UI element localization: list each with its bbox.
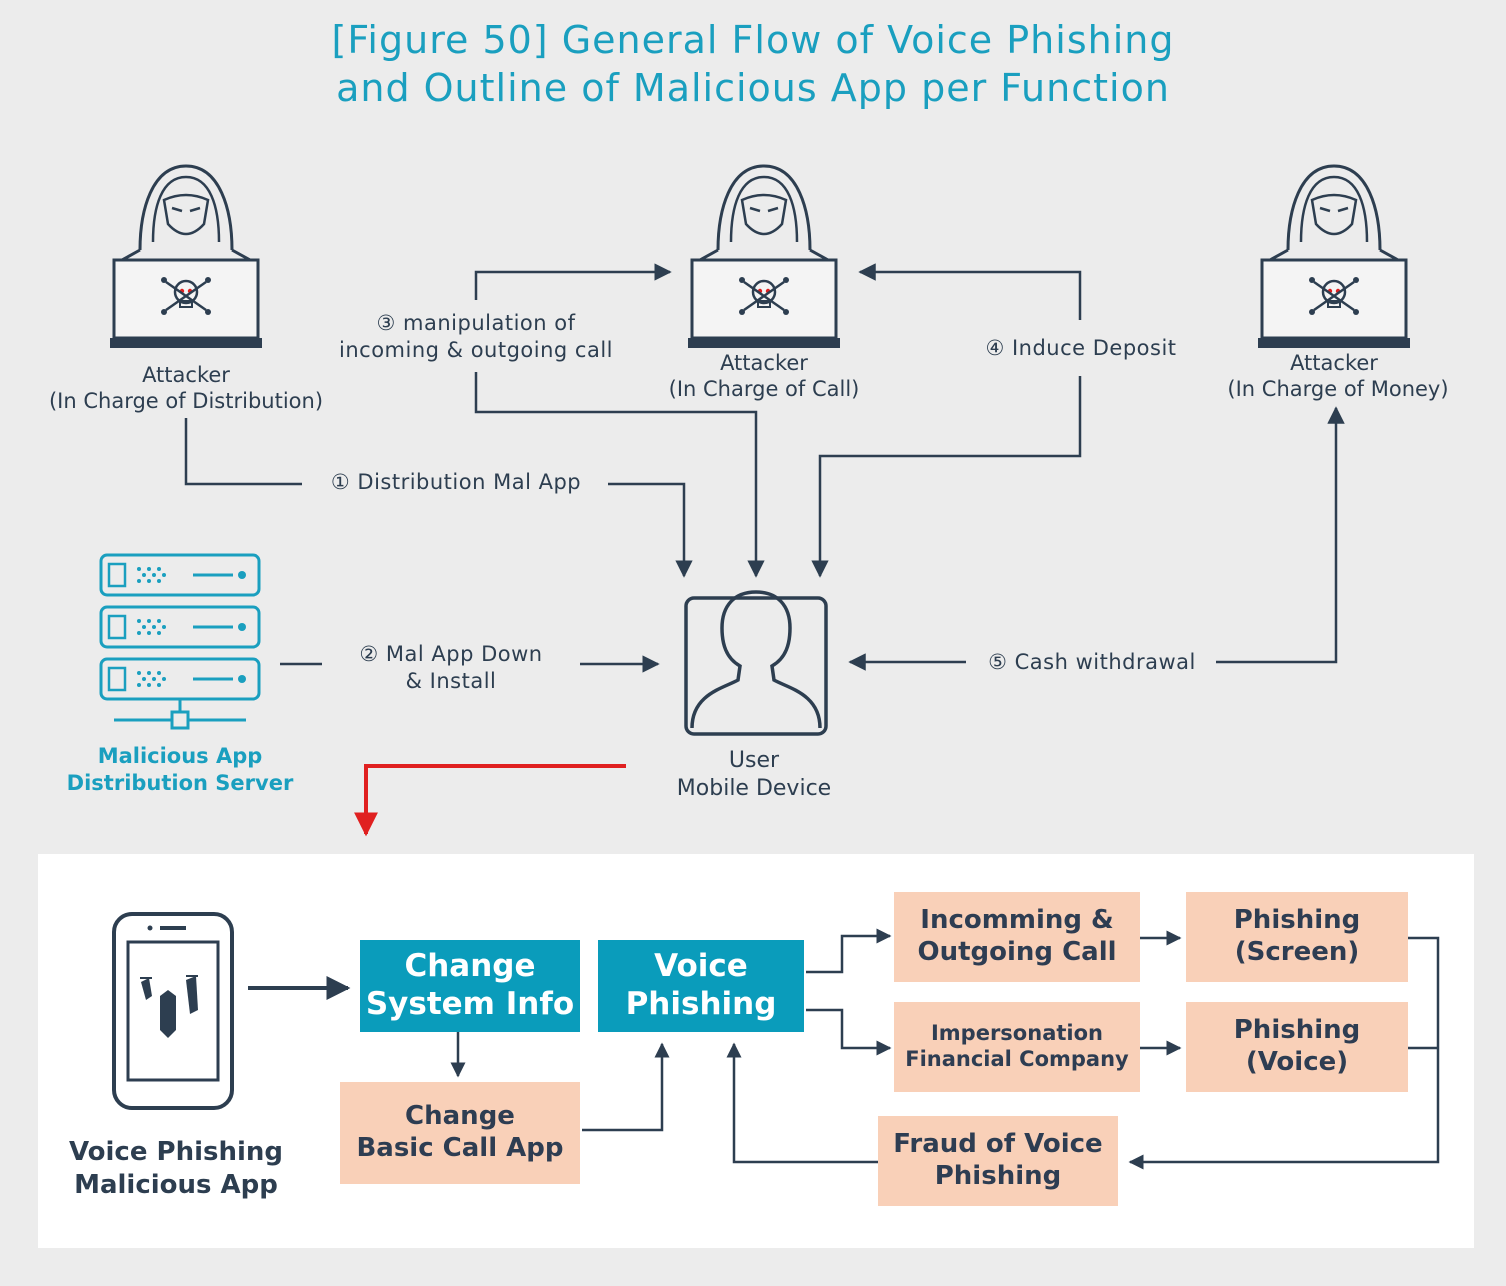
red-link-arrow bbox=[354, 764, 626, 837]
change-call-app-line2: Basic Call App bbox=[356, 1133, 564, 1163]
user-label-line1: User bbox=[728, 748, 780, 773]
change-call-app-line1: Change bbox=[405, 1101, 515, 1132]
figure-title-line2: and Outline of Malicious App per Functio… bbox=[336, 66, 1170, 110]
impersonation-line2: Financial Company bbox=[905, 1047, 1129, 1071]
flow-line-1a bbox=[184, 418, 302, 486]
flow-line-5b bbox=[1216, 406, 1345, 664]
attacker-call-name: Attacker bbox=[720, 351, 808, 375]
step-1-label: ① Distribution Mal App bbox=[330, 470, 582, 494]
fraud-line1: Fraud of Voice bbox=[893, 1129, 1103, 1160]
voice-phishing-line1: Voice bbox=[654, 948, 748, 985]
change-system-info-line2: System Info bbox=[365, 986, 575, 1022]
flow-line-1b bbox=[608, 482, 693, 578]
change-system-info-line1: Change bbox=[404, 948, 536, 985]
malicious-app-caption-line1: Voice Phishing bbox=[68, 1137, 284, 1167]
step-4-label: ④ Induce Deposit bbox=[985, 336, 1177, 360]
user-profile-icon bbox=[684, 590, 828, 736]
flow-line-3b bbox=[474, 372, 765, 578]
smartphone-malware-icon bbox=[112, 912, 234, 1110]
phishing-voice-box: Phishing(Voice) bbox=[1186, 1002, 1408, 1092]
voice-phishing-line2: Phishing bbox=[625, 986, 777, 1022]
figure-title-line1: [Figure 50] General Flow of Voice Phishi… bbox=[331, 18, 1175, 62]
user-label-line2: Mobile Device bbox=[676, 776, 832, 801]
impersonation-line1: Impersonation bbox=[930, 1021, 1103, 1046]
server-label-line2: Distribution Server bbox=[66, 771, 294, 795]
phishing-screen-line2: (Screen) bbox=[1234, 937, 1360, 967]
step-2-label-line2: & Install bbox=[405, 669, 497, 693]
flow-line-3a bbox=[474, 263, 672, 300]
incoming-call-line2: Outgoing Call bbox=[917, 937, 1117, 967]
attacker-distribution-name: Attacker bbox=[142, 363, 230, 387]
flow-line-4b bbox=[811, 376, 1082, 578]
step-3-label-line1: ③ manipulation of bbox=[376, 311, 576, 335]
attacker-call-role: (In Charge of Call) bbox=[668, 377, 860, 401]
step-3-label-line2: incoming & outgoing call bbox=[339, 338, 613, 362]
phishing-voice-line1: Phishing bbox=[1233, 1015, 1361, 1046]
phishing-screen-box: Phishing(Screen) bbox=[1186, 892, 1408, 982]
server-label-line1: Malicious App bbox=[97, 744, 263, 768]
flow-line-4a bbox=[858, 263, 1082, 320]
incoming-call-line1: Incomming & bbox=[920, 905, 1114, 936]
step-2-label-line1: ② Mal App Down bbox=[359, 642, 543, 666]
incoming-outgoing-call-box: Incomming &Outgoing Call bbox=[894, 892, 1140, 982]
step-5-label: ⑤ Cash withdrawal bbox=[988, 650, 1196, 674]
malicious-app-caption-line2: Malicious App bbox=[74, 1169, 278, 1200]
fraud-line2: Phishing bbox=[934, 1161, 1062, 1191]
malicious-app-caption: Voice Phishing Malicious App bbox=[56, 1136, 296, 1201]
attacker-distribution-role: (In Charge of Distribution) bbox=[48, 389, 324, 413]
phishing-screen-line1: Phishing bbox=[1233, 905, 1361, 936]
attacker-money-name: Attacker bbox=[1290, 351, 1378, 375]
server-rack-icon bbox=[99, 553, 261, 730]
attacker-money-role: (In Charge of Money) bbox=[1227, 377, 1449, 401]
phishing-voice-line2: (Voice) bbox=[1245, 1047, 1349, 1077]
